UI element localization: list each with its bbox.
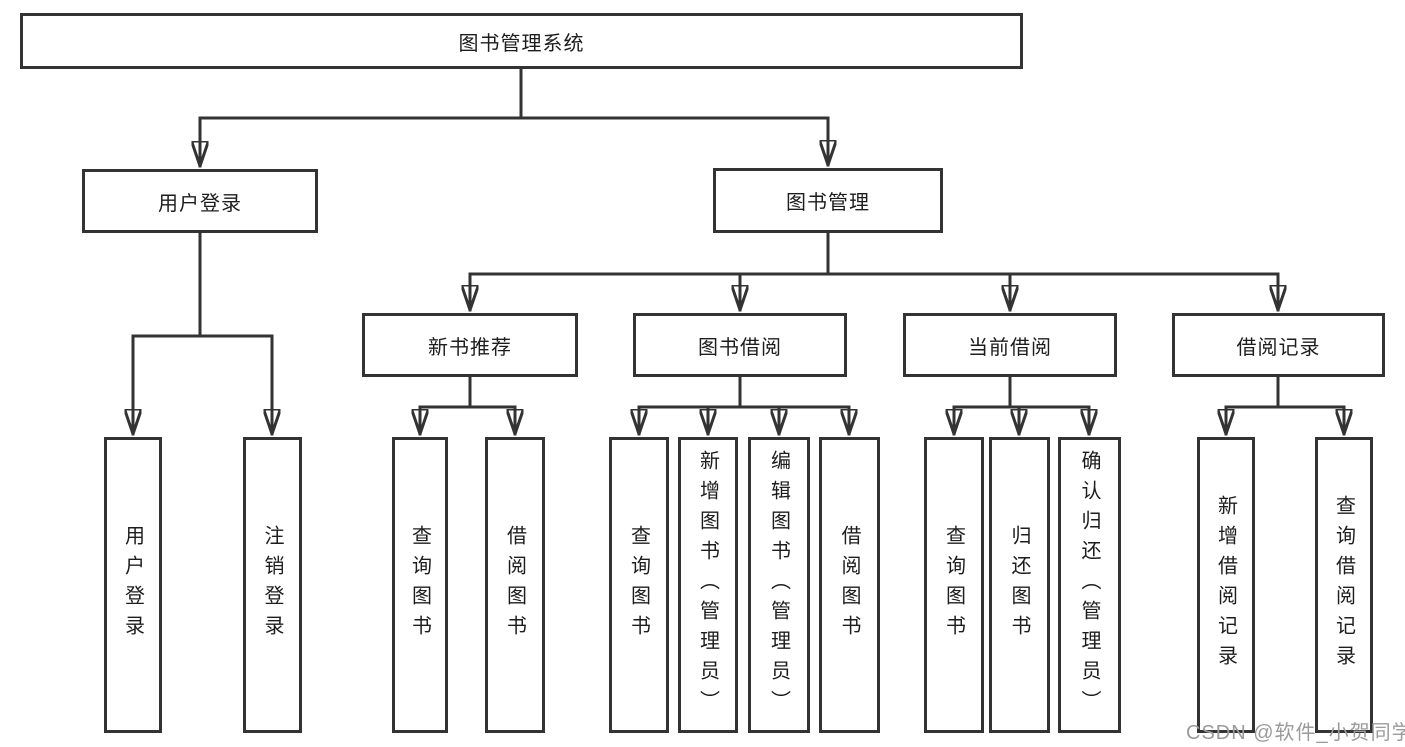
node-leaf-edit-book-admin: 编辑图书（管理员） <box>748 437 810 733</box>
watermark-text: CSDN @软件_小贺同学 <box>1186 722 1405 744</box>
node-leaf-user-login: 用户登录 <box>104 437 162 733</box>
connector-records-to-leaves <box>1226 375 1344 436</box>
node-leaf-query-books-recommend: 查询图书 <box>392 437 448 733</box>
node-book-borrow: 图书借阅 <box>633 313 847 377</box>
node-leaf-query-books-borrow: 查询图书 <box>609 437 669 733</box>
node-leaf-query-borrow-record: 查询借阅记录 <box>1315 437 1373 733</box>
node-leaf-confirm-return-admin: 确认归还（管理员） <box>1058 437 1121 733</box>
node-leaf-return-books: 归还图书 <box>989 437 1050 733</box>
connector-currentborrow-to-leaves <box>954 375 1089 436</box>
node-leaf-borrow-books: 借阅图书 <box>819 437 880 733</box>
node-leaf-logout: 注销登录 <box>243 437 302 733</box>
connector-management-to-sections <box>470 231 1278 312</box>
node-borrow-records: 借阅记录 <box>1172 313 1385 377</box>
node-user-login: 用户登录 <box>82 169 318 233</box>
node-leaf-add-borrow-record: 新增借阅记录 <box>1197 437 1255 733</box>
node-leaf-borrow-books-recommend: 借阅图书 <box>485 437 545 733</box>
node-new-book-recommend: 新书推荐 <box>362 313 578 377</box>
connector-root-to-level2 <box>200 67 828 168</box>
connector-login-to-leaves <box>133 231 272 436</box>
node-book-management: 图书管理 <box>713 168 943 233</box>
node-leaf-add-book-admin: 新增图书（管理员） <box>678 437 738 733</box>
node-current-borrow: 当前借阅 <box>903 313 1117 377</box>
node-root-system: 图书管理系统 <box>20 13 1023 69</box>
connector-bookborrow-to-leaves <box>639 375 849 436</box>
node-leaf-query-books-current: 查询图书 <box>924 437 984 733</box>
connector-newbooks-to-leaves <box>420 375 515 436</box>
